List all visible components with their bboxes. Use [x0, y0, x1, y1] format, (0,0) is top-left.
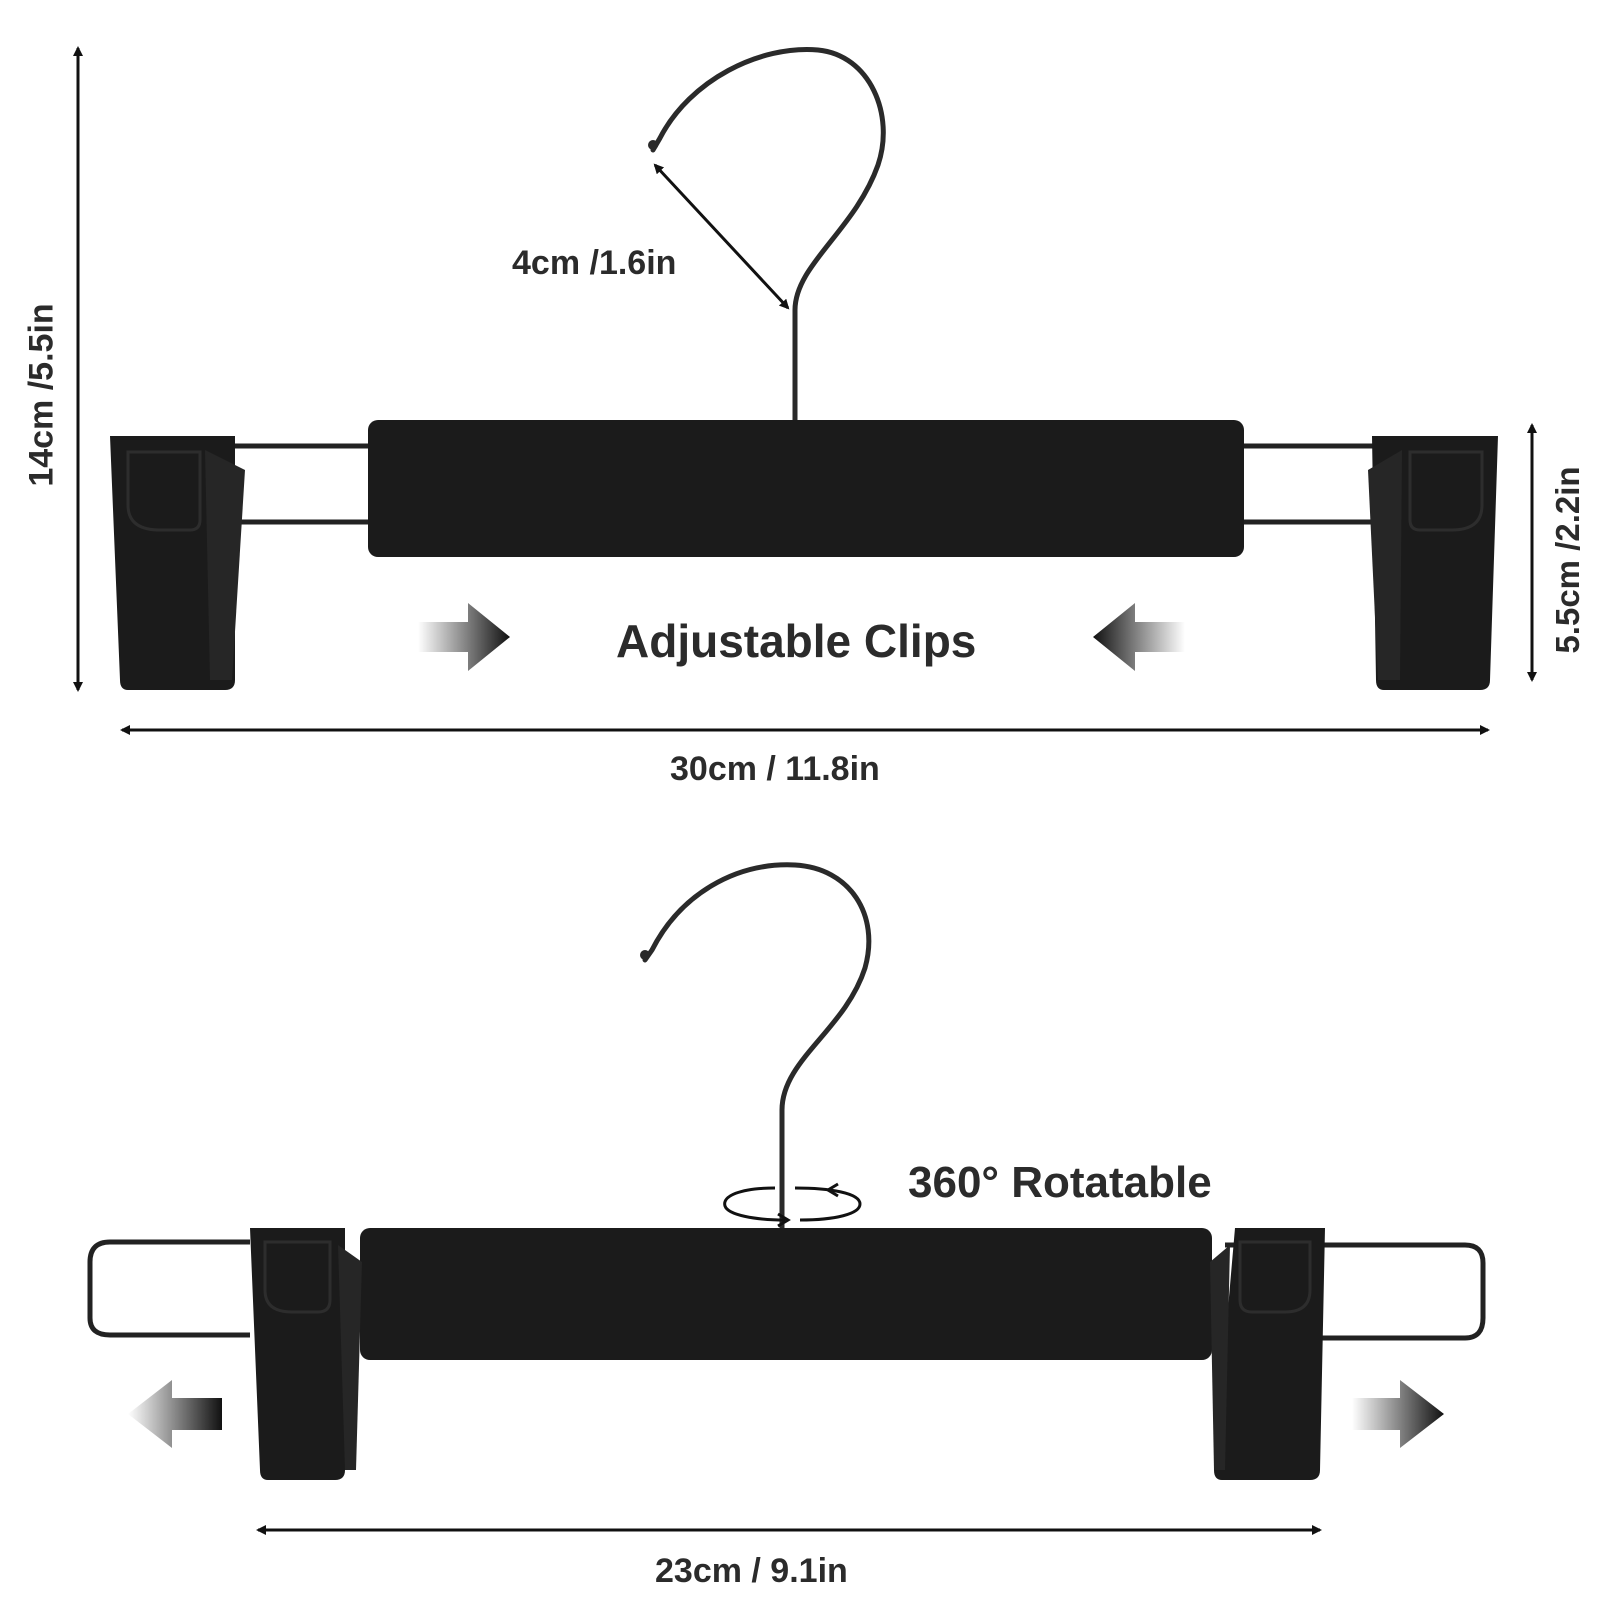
bottom-right-clip: [1210, 1228, 1325, 1480]
rotatable-label: 360° Rotatable: [908, 1158, 1212, 1207]
adjustable-clips-label: Adjustable Clips: [616, 615, 977, 667]
height-dimension-label: 14cm /5.5in: [22, 303, 61, 487]
top-hanger-hook: [650, 47, 886, 423]
bottom-hanger-hook: [642, 862, 872, 1231]
arrow-left-gradient-icon-bottom: [128, 1380, 222, 1448]
top-right-clip: [1368, 436, 1498, 690]
top-left-clip: [110, 436, 245, 690]
hook-dimension-label: 4cm /1.6in: [512, 244, 677, 282]
arrow-right-gradient-icon: [418, 603, 510, 671]
arrow-right-gradient-icon-bottom: [1352, 1380, 1444, 1448]
clip-dimension-label: 5.5cm /2.2in: [1549, 466, 1586, 654]
top-hanger: [110, 47, 1498, 690]
bottom-hanger: [87, 862, 1486, 1480]
bottom-left-clip: [250, 1228, 362, 1480]
top-width-dimension-label: 30cm / 11.8in: [670, 750, 880, 788]
rotation-icon: [723, 1182, 862, 1228]
bottom-hanger-bar: [360, 1228, 1212, 1360]
top-hanger-bar: [368, 420, 1244, 557]
hook-dimension-line: [653, 163, 790, 310]
arrow-left-gradient-icon: [1093, 603, 1185, 671]
bottom-width-dimension-label: 23cm / 9.1in: [655, 1552, 848, 1590]
